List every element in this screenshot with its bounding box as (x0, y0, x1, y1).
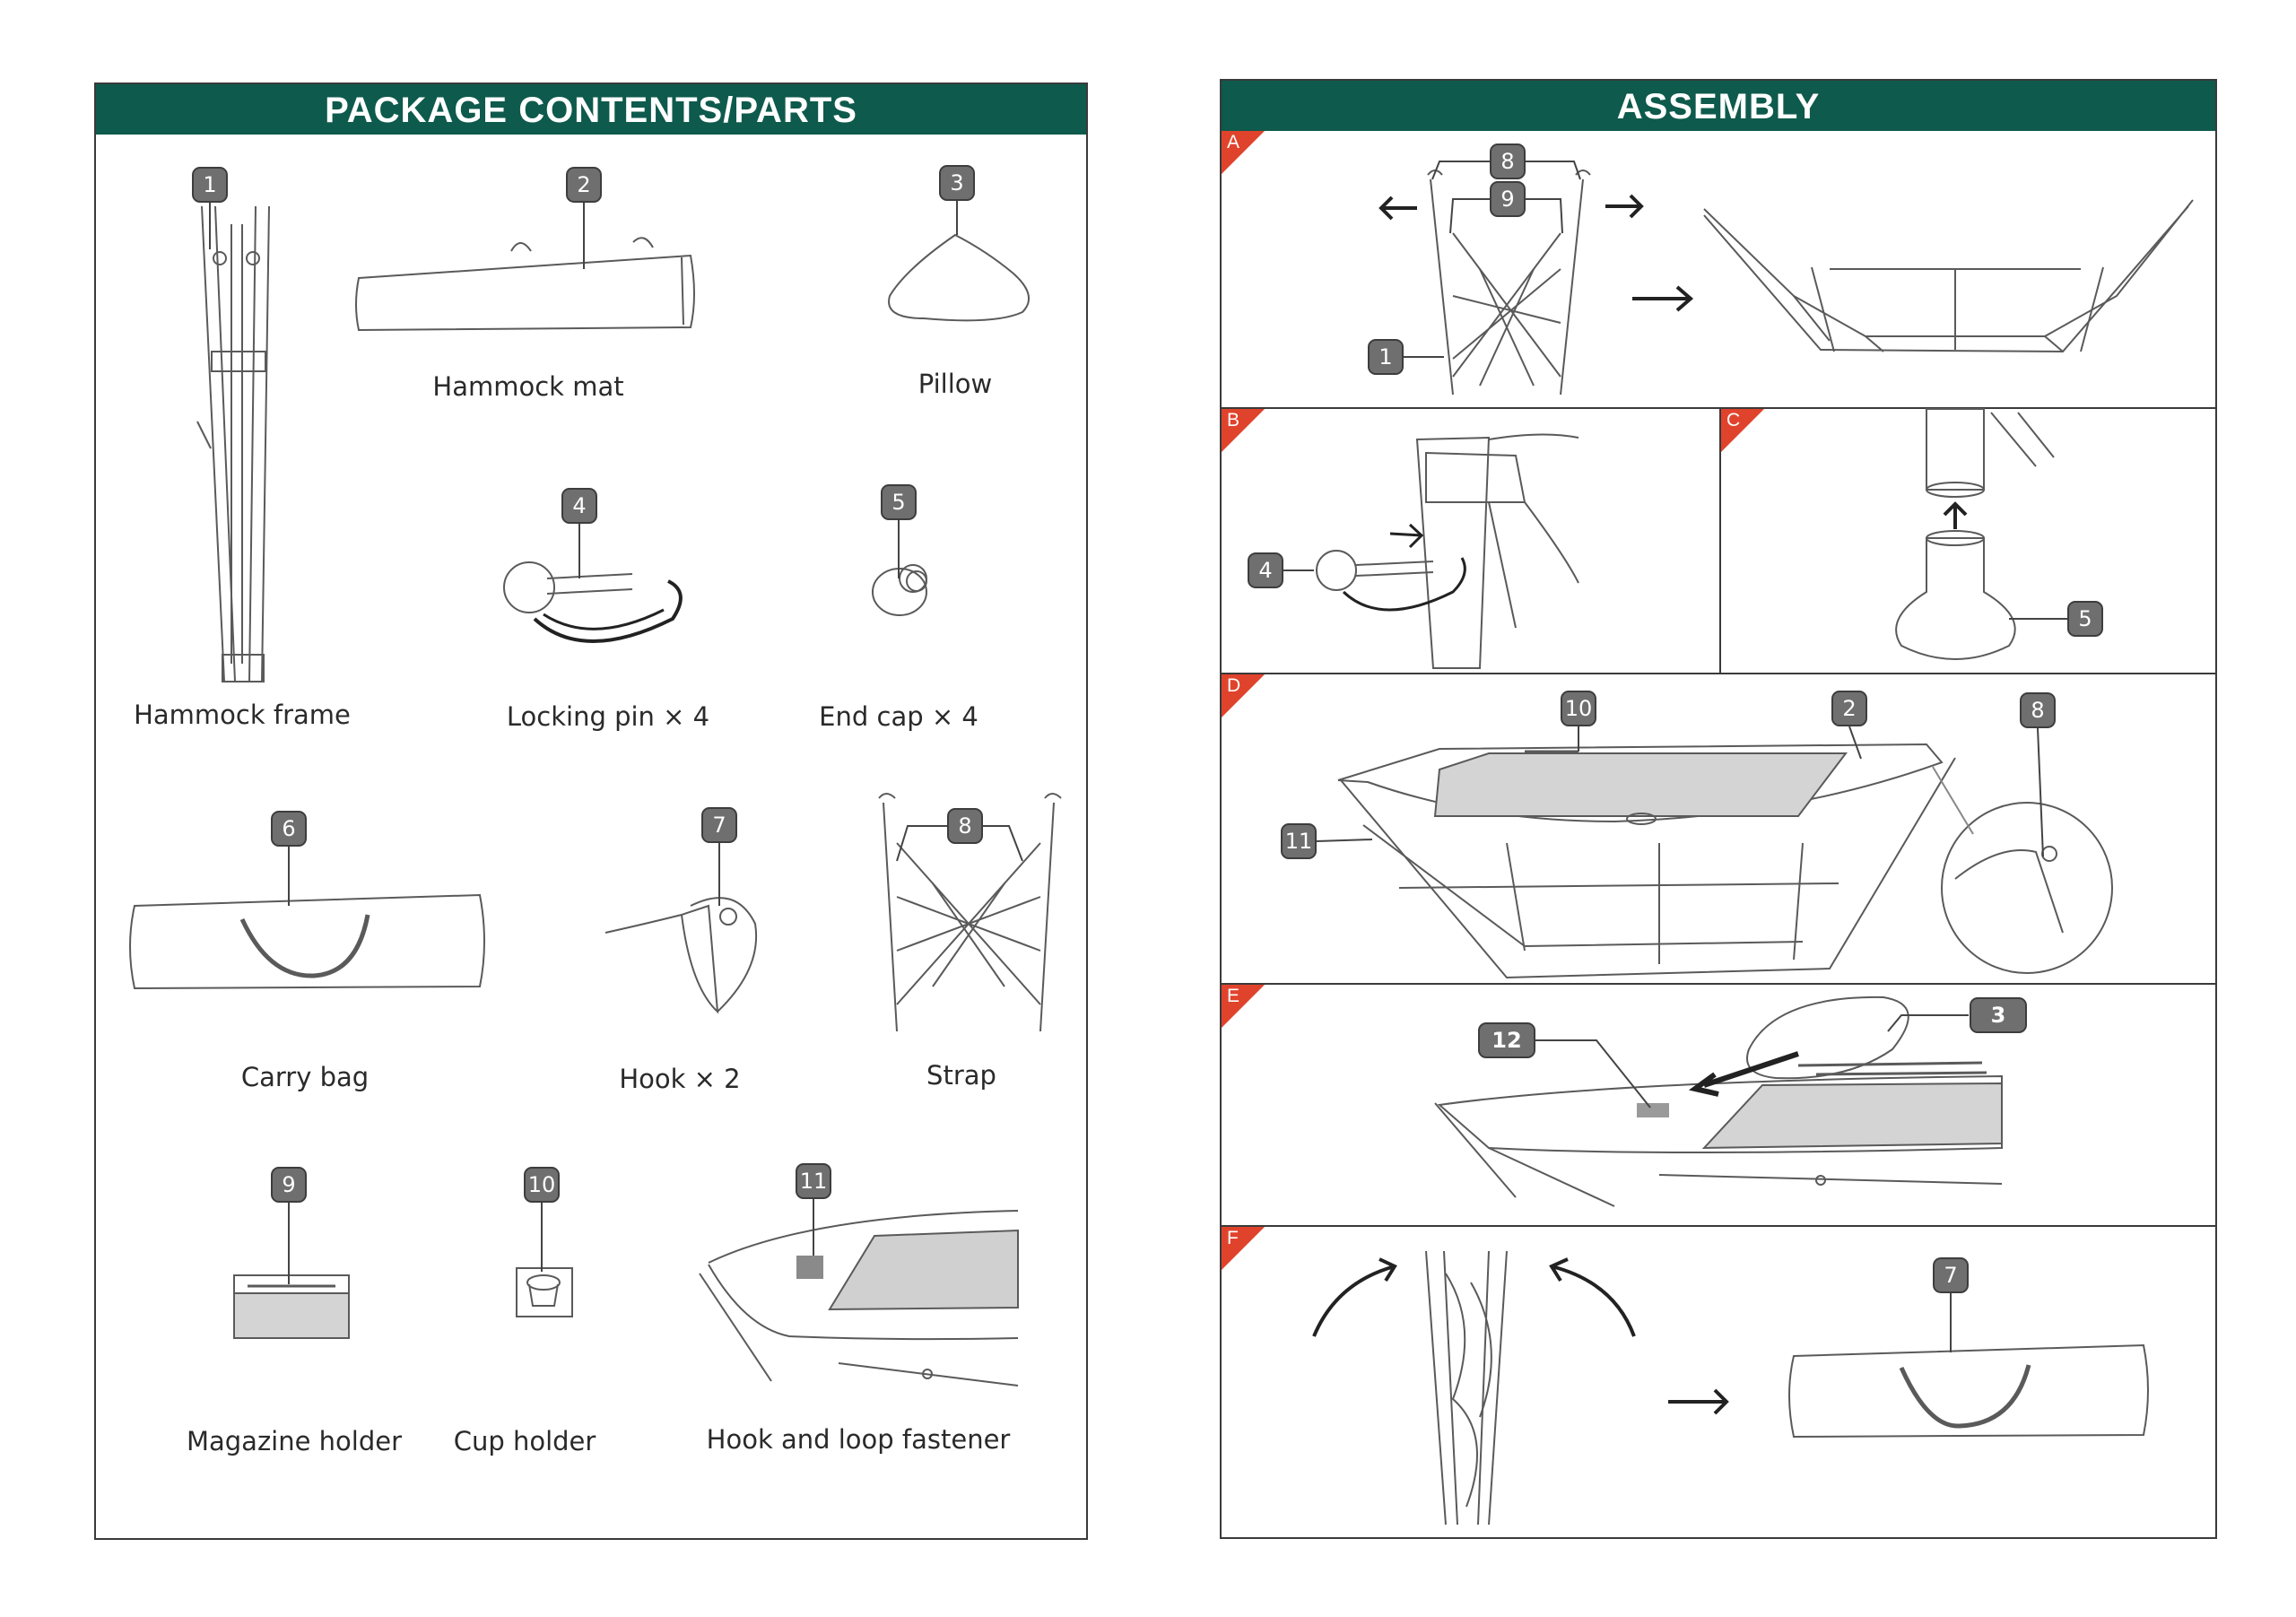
pillow-drawing (889, 235, 1029, 320)
callout-badge: 9 (1490, 181, 1526, 217)
part-number-badge: 5 (881, 484, 917, 520)
callout-badge: 8 (2020, 692, 2056, 728)
step-divider (1220, 673, 2217, 674)
part-number-badge: 6 (271, 811, 307, 847)
part-number-badge: 11 (796, 1163, 831, 1199)
step-letter: E (1227, 986, 1240, 1006)
hook-and-loop-drawing (700, 1211, 1018, 1386)
callout-badge: 7 (1933, 1257, 1969, 1293)
assembly-title: ASSEMBLY (1222, 81, 2215, 131)
part-label: Hook and loop fastener (706, 1424, 1011, 1455)
step-marker-f: F (1222, 1227, 1266, 1272)
step-letter: B (1227, 410, 1240, 430)
part-label: Cup holder (453, 1426, 596, 1456)
callout-badge: 8 (1490, 143, 1526, 179)
step-divider (1220, 407, 2217, 409)
part-number-badge: 3 (939, 165, 975, 201)
step-letter: D (1227, 675, 1241, 696)
locking-pin-drawing (504, 562, 681, 641)
step-letter: A (1227, 132, 1240, 152)
step-marker-e: E (1222, 985, 1266, 1030)
step-a-open-frame (1704, 200, 2193, 352)
part-label: Hook × 2 (619, 1064, 741, 1094)
part-label: Locking pin × 4 (506, 701, 710, 732)
part-number-badge: 1 (192, 167, 228, 203)
part-number-badge: 2 (566, 167, 602, 203)
step-d-leaders (1317, 726, 2043, 856)
parts-illustrations (0, 0, 1112, 1543)
step-divider (1719, 407, 1721, 674)
step-a-arrows (1381, 196, 1691, 310)
step-f-folding (1426, 1251, 1507, 1525)
hammock-mat-drawing (356, 238, 694, 330)
hook-drawing (605, 898, 756, 1012)
step-e-pillow (1435, 997, 2002, 1206)
step-divider (1220, 983, 2217, 985)
step-d-assembled-hammock (1338, 744, 2112, 978)
step-f-arrows (1314, 1259, 1726, 1413)
part-label: Hammock frame (134, 700, 351, 730)
callout-badge: 11 (1281, 823, 1317, 859)
step-divider (1220, 1225, 2217, 1227)
step-a-leaders (1404, 161, 1580, 357)
part-label: Pillow (918, 369, 993, 399)
step-marker-a: A (1222, 131, 1266, 176)
part-number-badge: 10 (524, 1167, 560, 1203)
part-number-badge: 4 (561, 488, 597, 524)
part-number-badge: 9 (271, 1167, 307, 1203)
step-b-locking-pin (1283, 434, 1578, 668)
part-number-badge: 8 (947, 808, 983, 844)
step-c-end-cap (1896, 409, 2067, 659)
part-label: Carry bag (240, 1062, 370, 1092)
callout-badge: 2 (1831, 691, 1867, 726)
part-leader-lines (210, 201, 1022, 1284)
step-marker-d: D (1222, 674, 1266, 719)
part-number-badge: 7 (701, 807, 737, 843)
hammock-frame-drawing (197, 206, 269, 682)
step-e-leaders (1535, 1015, 1969, 1108)
callout-badge: 12 (1478, 1022, 1535, 1058)
assembly-illustrations (0, 0, 2296, 1543)
callout-badge: 5 (2067, 601, 2103, 637)
step-marker-c: C (1721, 409, 1766, 454)
callout-badge: 3 (1970, 997, 2027, 1033)
cup-holder-drawing (517, 1268, 572, 1317)
strap-drawing (879, 794, 1061, 1031)
part-label: Hammock mat (432, 371, 624, 402)
step-f-carry-bag (1789, 1293, 2148, 1437)
carry-bag-drawing (130, 895, 484, 988)
part-label: Magazine holder (186, 1426, 403, 1456)
part-label: End cap × 4 (819, 701, 978, 732)
step-letter: C (1726, 410, 1741, 430)
part-label: Strap (926, 1060, 996, 1091)
callout-badge: 4 (1248, 552, 1283, 588)
callout-badge: 1 (1368, 339, 1404, 375)
package-contents-title: PACKAGE CONTENTS/PARTS (96, 84, 1086, 135)
step-a-folded-frame (1428, 170, 1590, 395)
magazine-holder-drawing (234, 1275, 349, 1338)
step-letter: F (1227, 1228, 1239, 1248)
step-marker-b: B (1222, 409, 1266, 454)
callout-badge: 10 (1561, 691, 1596, 726)
